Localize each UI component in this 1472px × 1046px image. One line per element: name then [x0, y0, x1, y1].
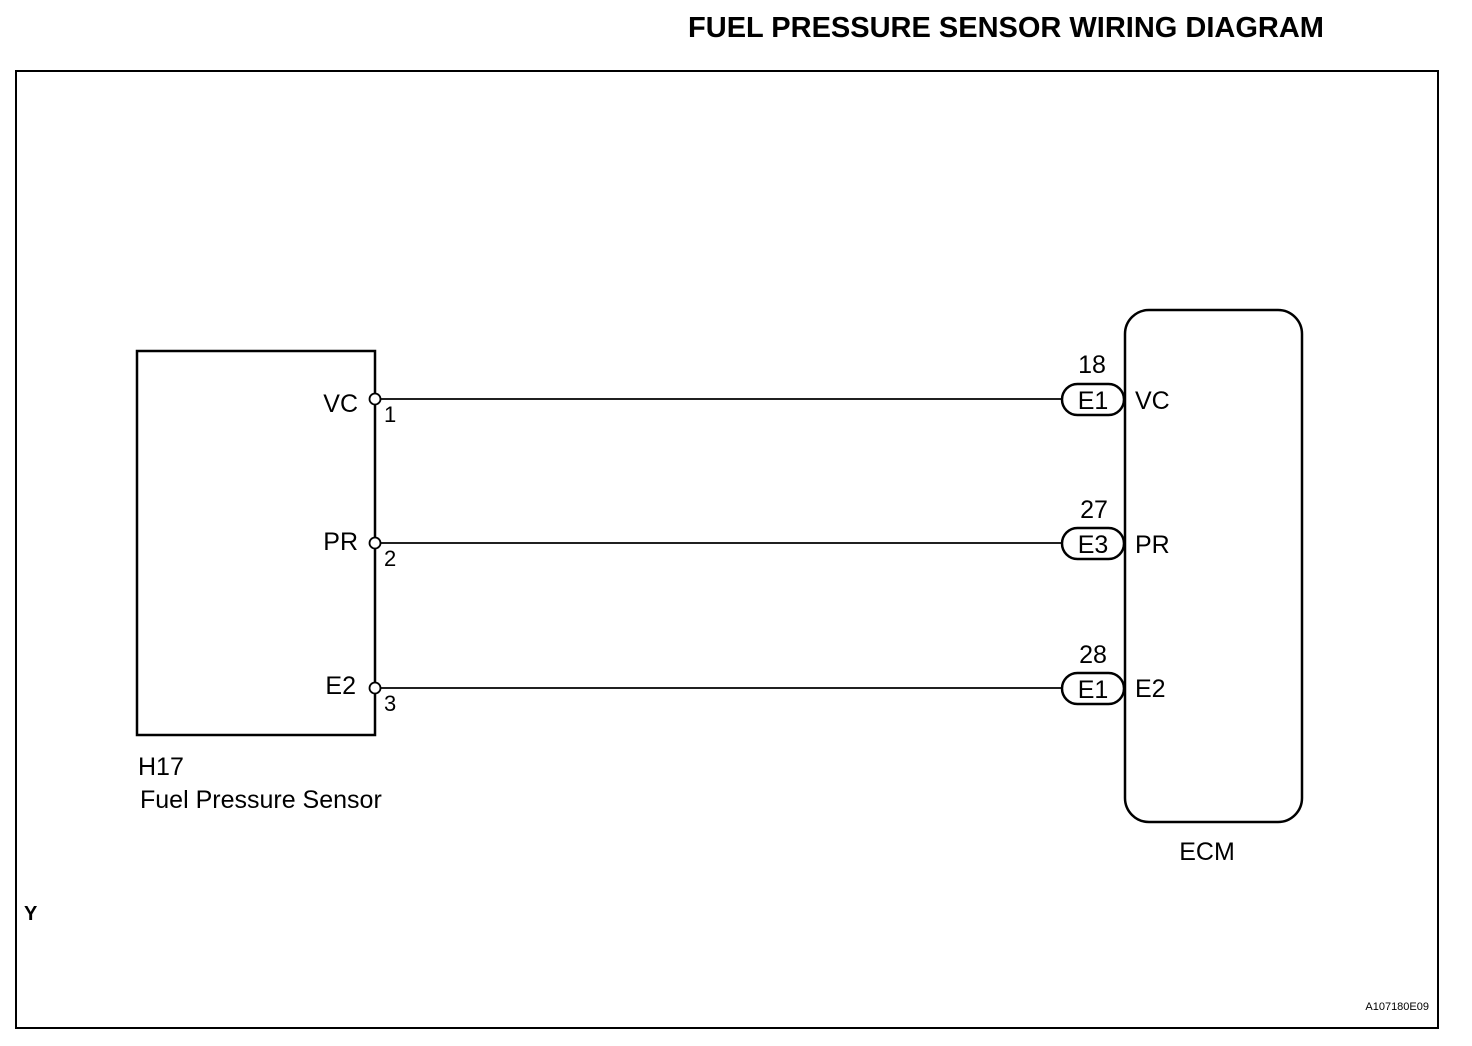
ecm-pin-number-27: 27: [1080, 496, 1108, 524]
sensor-terminal-2: [368, 536, 382, 550]
ecm-connector-e3-pr: [1060, 526, 1126, 561]
sensor-terminal-label-pr: PR: [323, 528, 358, 556]
drawing-code: A107180E09: [1365, 1001, 1429, 1013]
diagram-frame: [15, 70, 1439, 1029]
ecm-name: ECM: [1179, 838, 1235, 866]
sensor-name: Fuel Pressure Sensor: [140, 786, 382, 814]
sensor-connector-id: H17: [138, 753, 184, 781]
ecm-connector-e1-vc: [1060, 382, 1126, 417]
sensor-terminal-1: [368, 392, 382, 406]
ecm-pin-number-18: 18: [1078, 351, 1106, 379]
sensor-terminal-label-vc: VC: [323, 390, 358, 418]
ecm-terminal-label-pr: PR: [1135, 531, 1170, 559]
ecm-connector-id-2: E3: [1078, 531, 1109, 559]
ecm-connector-e1-e2: [1060, 671, 1126, 706]
corner-mark: Y: [24, 903, 38, 925]
ecm-pin-number-28: 28: [1079, 641, 1107, 669]
sensor-terminal-3: [368, 681, 382, 695]
ecm-terminal-label-vc: VC: [1135, 387, 1170, 415]
sensor-pin-number-2: 2: [384, 546, 396, 571]
sensor-pin-number-3: 3: [384, 691, 396, 716]
sensor-pin-number-1: 1: [384, 402, 396, 427]
ecm-box: [1123, 308, 1304, 824]
ecm-connector-id-1: E1: [1078, 387, 1109, 415]
ecm-terminal-label-e2: E2: [1135, 675, 1166, 703]
diagram-title: FUEL PRESSURE SENSOR WIRING DIAGRAM: [688, 12, 1324, 44]
sensor-terminal-label-e2: E2: [325, 672, 356, 700]
ecm-connector-id-3: E1: [1078, 676, 1109, 704]
